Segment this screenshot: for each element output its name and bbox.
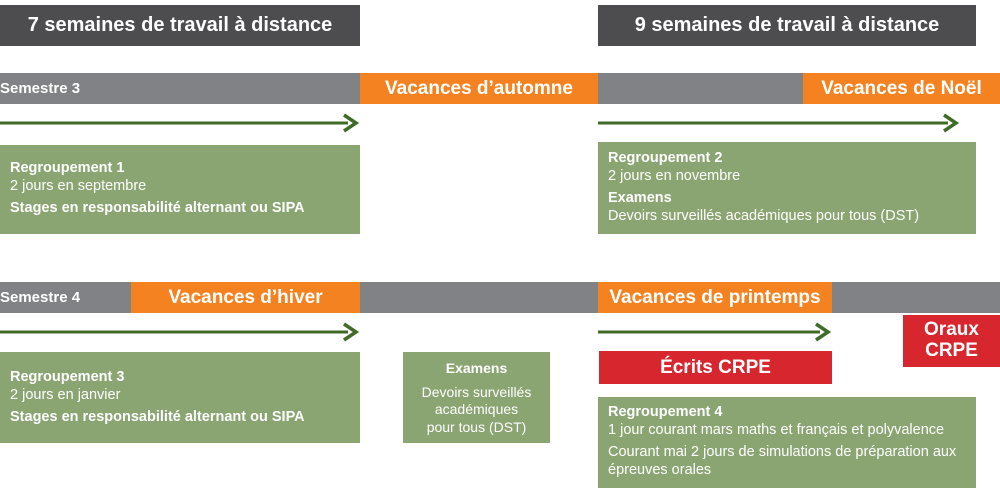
regroupement4-line2: Courant mai 2 jours de simulations de pr…	[608, 444, 957, 461]
semestre4-label: Semestre 4	[0, 289, 81, 306]
arrow-semestre4-left	[0, 322, 360, 342]
regroupement4-line1: 1 jour courant mars maths et français et…	[608, 422, 945, 439]
examens-line2: académiques	[434, 401, 519, 417]
header-left: 7 semaines de travail à distance	[0, 5, 360, 46]
examens-line1: Devoirs surveillés	[421, 383, 532, 400]
arrow-semestre4-right	[598, 322, 832, 342]
vacances-printemps: Vacances de printemps	[598, 282, 832, 313]
regroupement2-line1: 2 jours en novembre	[608, 168, 741, 185]
examens-box: Examens Devoirs surveillés académiques p…	[403, 352, 550, 443]
examens-line3: pour tous (DST)	[426, 418, 527, 435]
regroupement4-box: Regroupement 4 1 jour courant mars maths…	[598, 397, 976, 488]
oraux-line1: Oraux	[924, 319, 979, 341]
examens-title: Examens	[445, 360, 508, 376]
header-right: 9 semaines de travail à distance	[598, 5, 976, 46]
regroupement4-title: Regroupement 4	[608, 404, 723, 420]
regroupement1-title: Regroupement 1	[10, 160, 125, 176]
regroupement2-title: Regroupement 2	[608, 150, 723, 166]
regroupement4-line3: épreuves orales	[608, 462, 712, 479]
regroupement3-title: Regroupement 3	[10, 369, 125, 385]
regroupement2-box: Regroupement 2 2 jours en novembre Exame…	[598, 142, 976, 234]
regroupement2-examens-text: Devoirs surveillés académiques pour tous…	[608, 208, 920, 225]
regroupement3-box: Regroupement 3 2 jours en janvier Stages…	[0, 352, 360, 443]
regroupement3-line1: 2 jours en janvier	[10, 387, 121, 404]
ecrits-crpe-box: Écrits CRPE	[599, 351, 832, 384]
regroupement1-line1: 2 jours en septembre	[10, 178, 147, 195]
vacances-hiver: Vacances d’hiver	[131, 282, 360, 313]
regroupement1-line2: Stages en responsabilité alternant ou SI…	[10, 200, 305, 217]
arrow-semestre3-right	[598, 113, 960, 133]
semestre3-label: Semestre 3	[0, 80, 81, 97]
arrow-semestre3-left	[0, 113, 360, 133]
vacances-automne: Vacances d’automne	[360, 73, 598, 104]
regroupement3-line2: Stages en responsabilité alternant ou SI…	[10, 409, 305, 426]
oraux-line2: CRPE	[925, 340, 978, 361]
regroupement2-examens-title: Examens	[608, 190, 672, 207]
oraux-crpe-box: Oraux CRPE	[903, 315, 1000, 367]
regroupement1-box: Regroupement 1 2 jours en septembre Stag…	[0, 145, 360, 234]
vacances-noel: Vacances de Noël	[803, 73, 1000, 104]
